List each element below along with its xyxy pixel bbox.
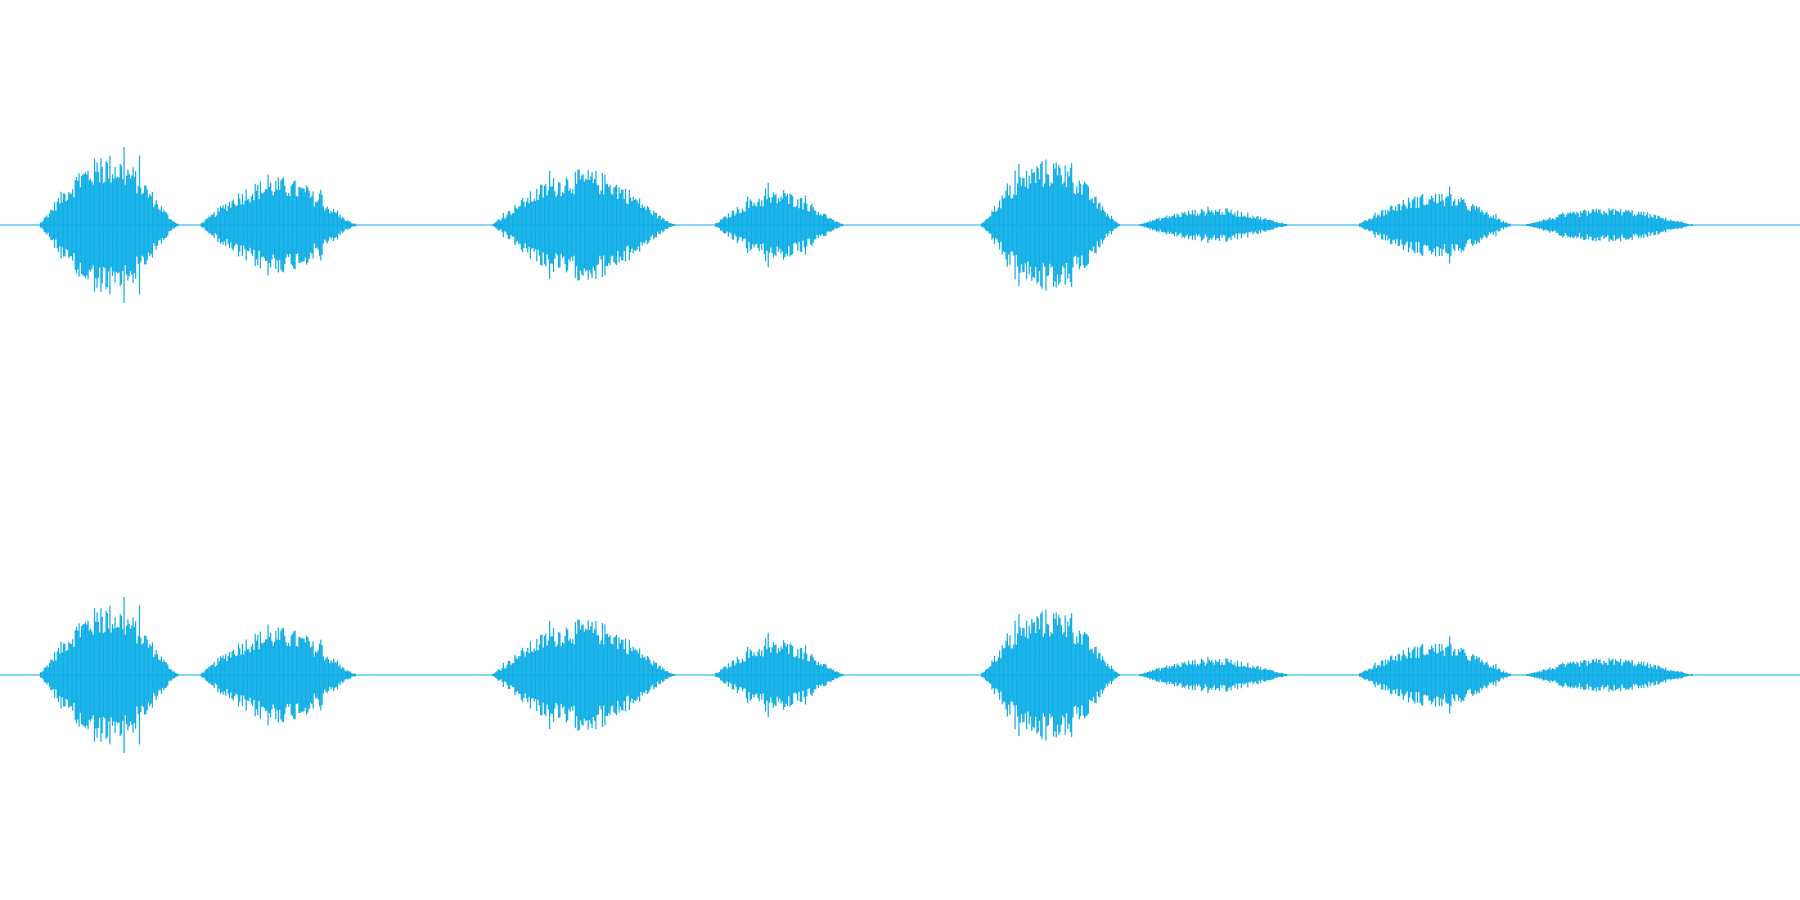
- left-channel-waveform: [0, 147, 1800, 303]
- right-channel-waveform: [0, 597, 1800, 753]
- right-channel-signal: [39, 597, 1694, 753]
- left-channel-signal: [39, 147, 1694, 303]
